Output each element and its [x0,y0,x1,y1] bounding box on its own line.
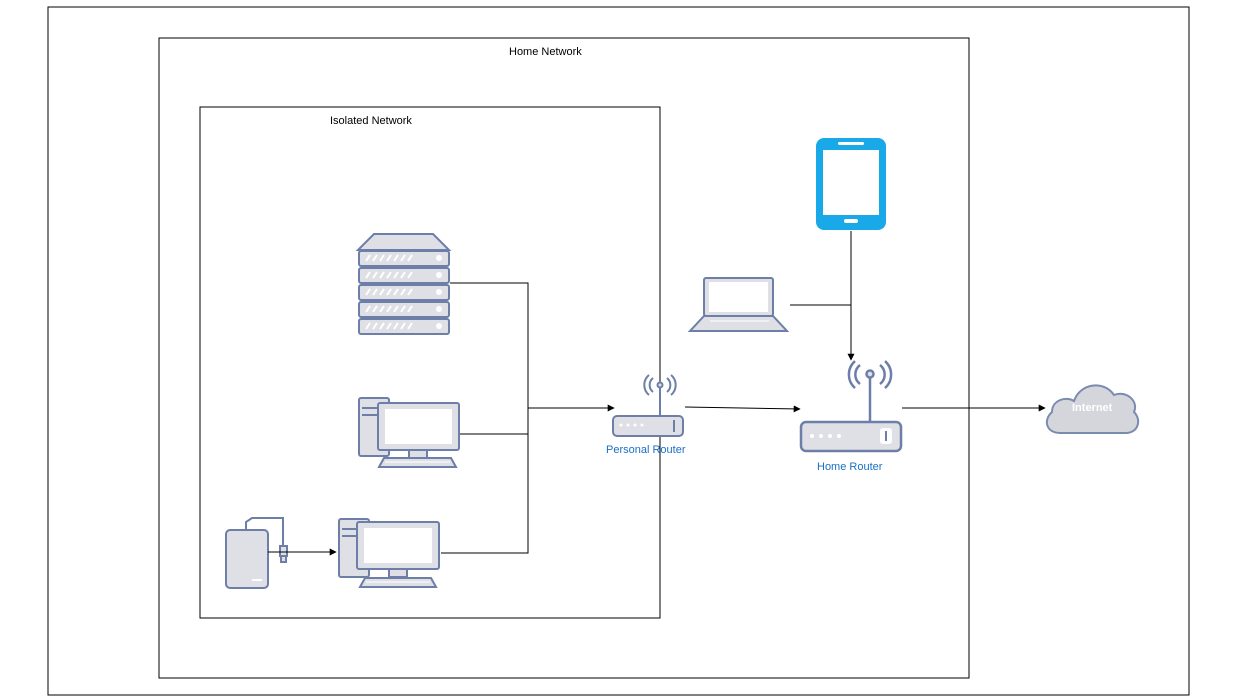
desktop-computer-icon [338,518,440,588]
desktop-computer-icon [358,397,460,468]
cloud-icon [1045,384,1140,434]
home-router-label: Home Router [817,461,883,473]
wireless-router-icon [799,360,903,453]
server-icon [355,233,452,335]
internet-label: Internet [1072,402,1113,414]
wireless-router-icon [612,374,684,437]
personal-router-label: Personal Router [606,444,686,456]
external-drive-icon [225,517,288,589]
home-network-label: Home Network [509,46,582,58]
tablet-icon [816,138,886,230]
home-network-zone [158,37,970,679]
isolated-network-zone [199,106,661,619]
isolated-network-label: Isolated Network [330,115,412,127]
connector-lines [268,231,1046,556]
laptop-icon [687,277,790,332]
page-frame [47,6,1190,696]
